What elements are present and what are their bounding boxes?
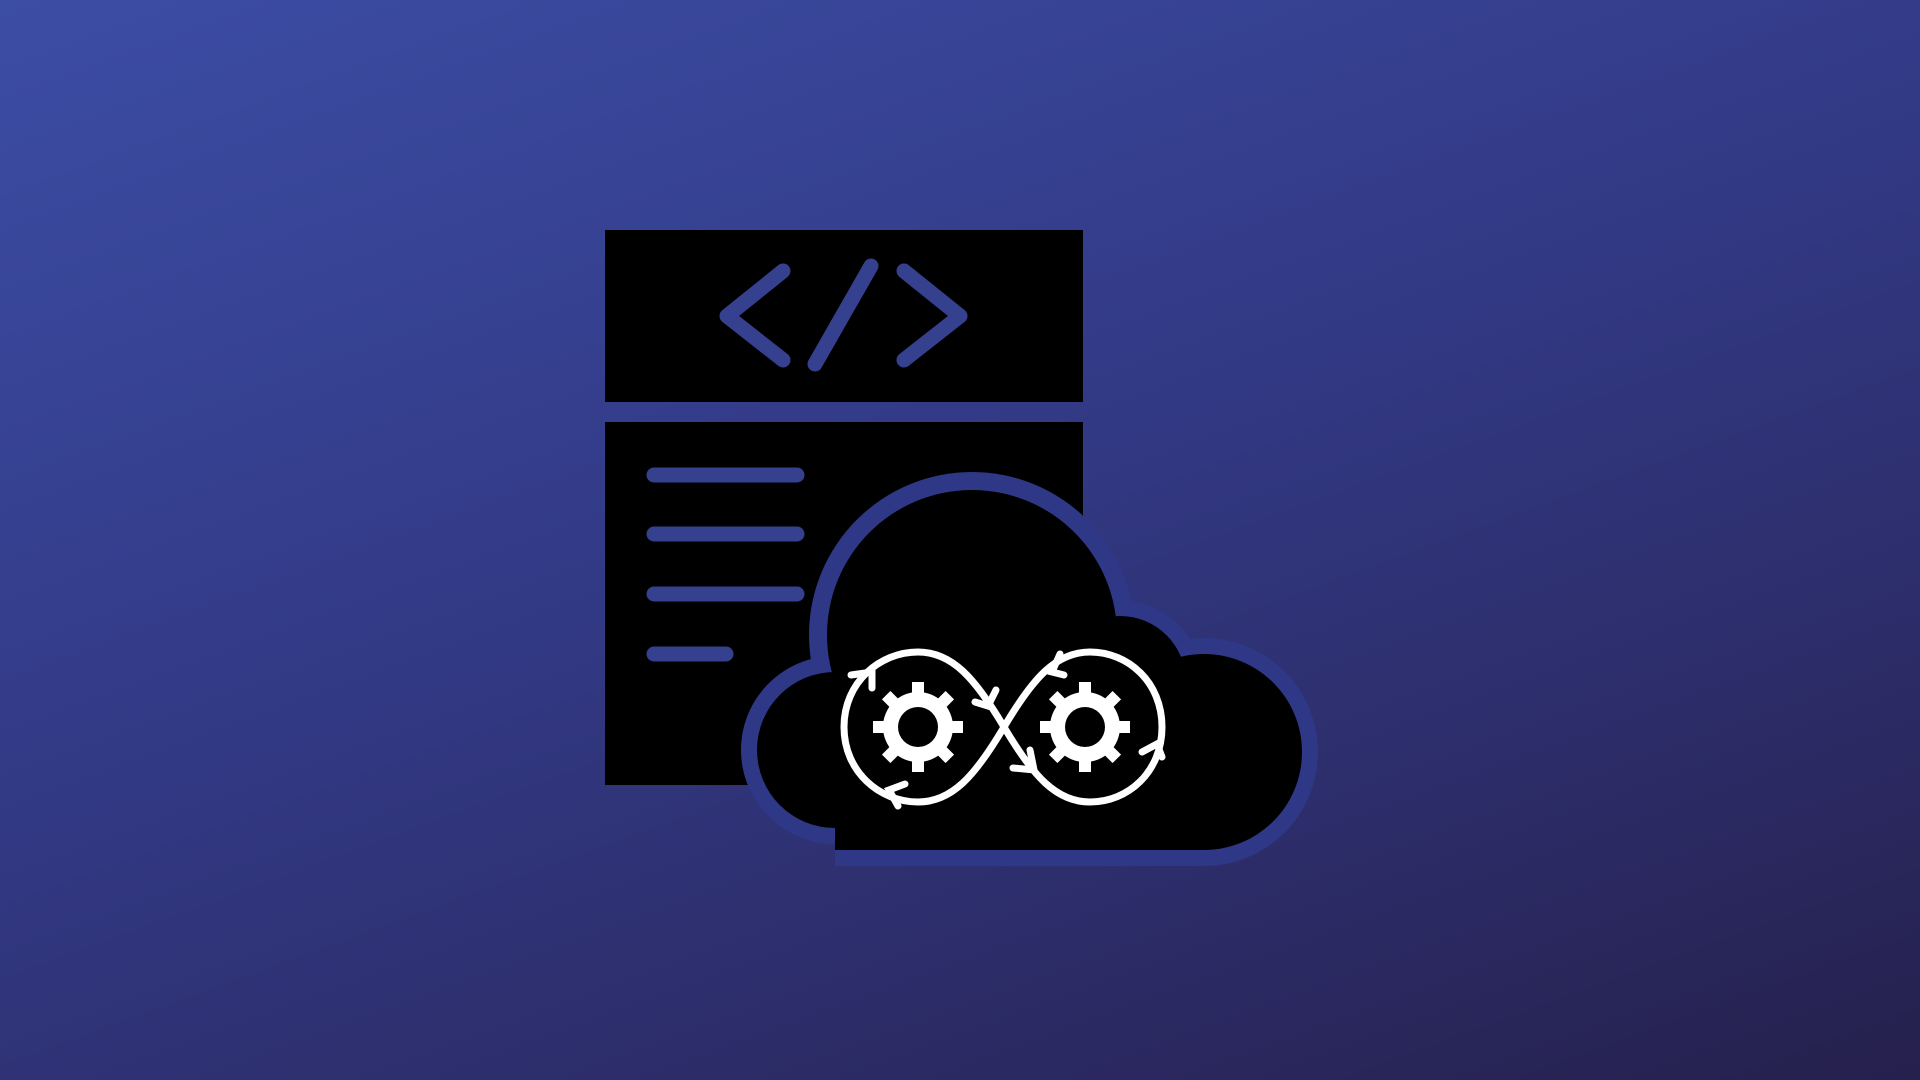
text-lines-icon [646,467,805,662]
gear-icon-right [1040,682,1130,772]
infinity-loop-icon [840,648,1166,810]
code-brackets-icon [719,258,968,372]
code-panel [605,230,1083,402]
gear-icon-left [873,682,963,772]
